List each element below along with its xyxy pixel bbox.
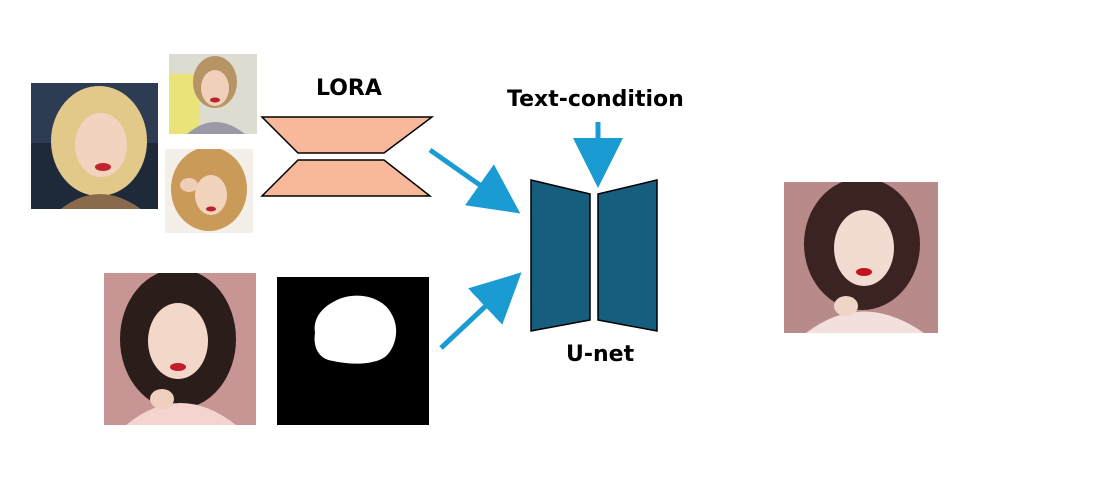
output-photo xyxy=(784,182,938,333)
mask-to-unet-arrow xyxy=(439,272,522,350)
unet-decoder-block xyxy=(597,179,658,332)
reference-photo-2 xyxy=(169,54,257,134)
text-condition-label: Text-condition xyxy=(507,87,684,112)
reference-photo-1 xyxy=(31,83,158,209)
unet-label: U-net xyxy=(566,342,635,367)
lora-lower-block xyxy=(260,159,433,197)
lora-label: LORA xyxy=(316,76,382,101)
input-photo xyxy=(104,273,256,425)
reference-photo-3 xyxy=(165,149,253,233)
lora-to-unet-arrow xyxy=(428,147,521,214)
lora-upper-block xyxy=(260,116,435,154)
unet-encoder-block xyxy=(530,179,591,332)
face-mask xyxy=(277,277,429,425)
